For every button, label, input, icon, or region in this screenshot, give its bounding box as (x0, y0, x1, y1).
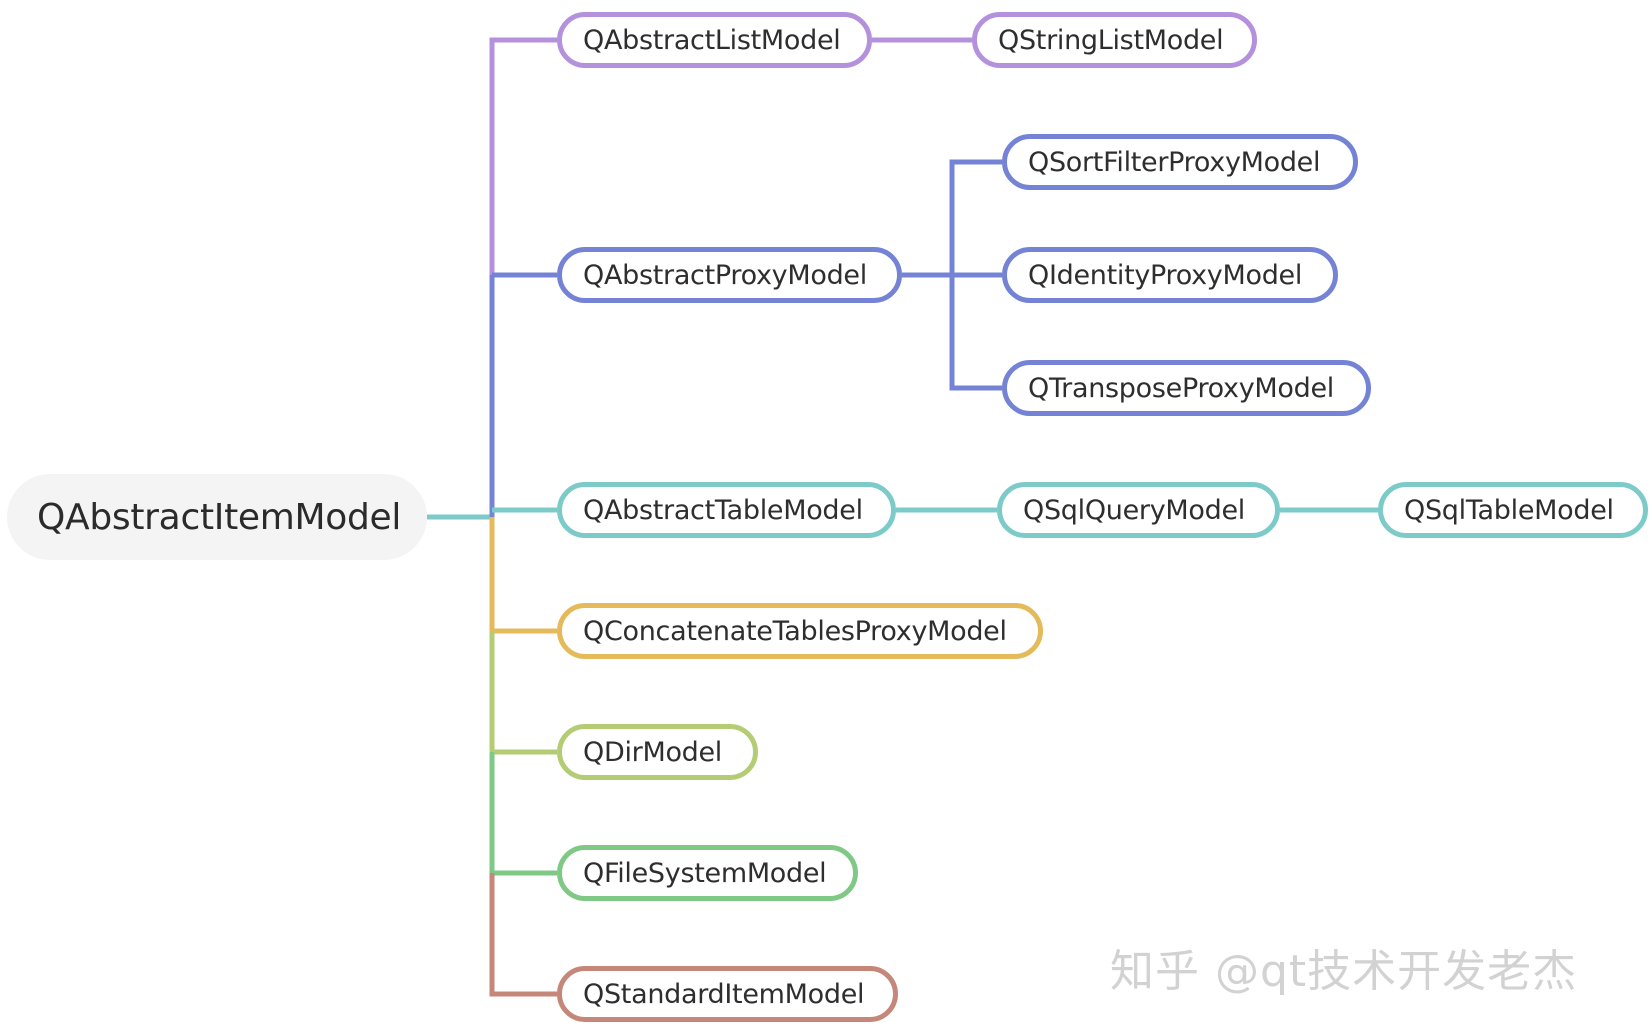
node-qconcatenatetablesproxymodel: QConcatenateTablesProxyModel (557, 603, 1043, 659)
node-qsqltablemodel: QSqlTableModel (1378, 482, 1648, 538)
node-label: QSqlQueryModel (1023, 494, 1245, 526)
node-qsortfilterproxymodel: QSortFilterProxyModel (1002, 134, 1358, 190)
node-qidentityproxymodel: QIdentityProxyModel (1002, 247, 1338, 303)
node-label: QAbstractProxyModel (583, 259, 867, 291)
node-label: QConcatenateTablesProxyModel (583, 615, 1007, 647)
node-label: QDirModel (583, 736, 723, 768)
branch-standard (489, 873, 557, 997)
node-label: QFileSystemModel (583, 857, 827, 889)
node-label: QSqlTableModel (1404, 494, 1614, 526)
branch-list (489, 37, 557, 275)
branch-dir (489, 631, 557, 755)
node-qabstractproxymodel: QAbstractProxyModel (557, 247, 902, 303)
node-label: QIdentityProxyModel (1028, 259, 1303, 291)
node-label: QAbstractListModel (583, 24, 841, 56)
node-qstandarditemmodel: QStandardItemModel (557, 966, 898, 1022)
branch-filesystem (489, 752, 557, 876)
node-label: QTransposeProxyModel (1028, 372, 1334, 404)
node-qstringlistmodel: QStringListModel (972, 12, 1257, 68)
node-label: QStringListModel (998, 24, 1224, 56)
node-qabstractlistmodel: QAbstractListModel (557, 12, 872, 68)
node-qdirmodel: QDirModel (557, 724, 758, 780)
branch-concatenate (489, 517, 557, 634)
node-qabstracttablemodel: QAbstractTableModel (557, 482, 896, 538)
node-qfilesystemmodel: QFileSystemModel (557, 845, 858, 901)
node-label: QStandardItemModel (583, 978, 865, 1010)
node-qtransposeproxymodel: QTransposeProxyModel (1002, 360, 1371, 416)
root-node-qabstractitemmodel: QAbstractItemModel (7, 474, 427, 560)
node-qsqlquerymodel: QSqlQueryModel (997, 482, 1280, 538)
root-node-label: QAbstractItemModel (37, 496, 402, 538)
node-label: QSortFilterProxyModel (1028, 146, 1321, 178)
watermark-text: 知乎 @qt技术开发老杰 (1110, 946, 1578, 997)
node-label: QAbstractTableModel (583, 494, 863, 526)
